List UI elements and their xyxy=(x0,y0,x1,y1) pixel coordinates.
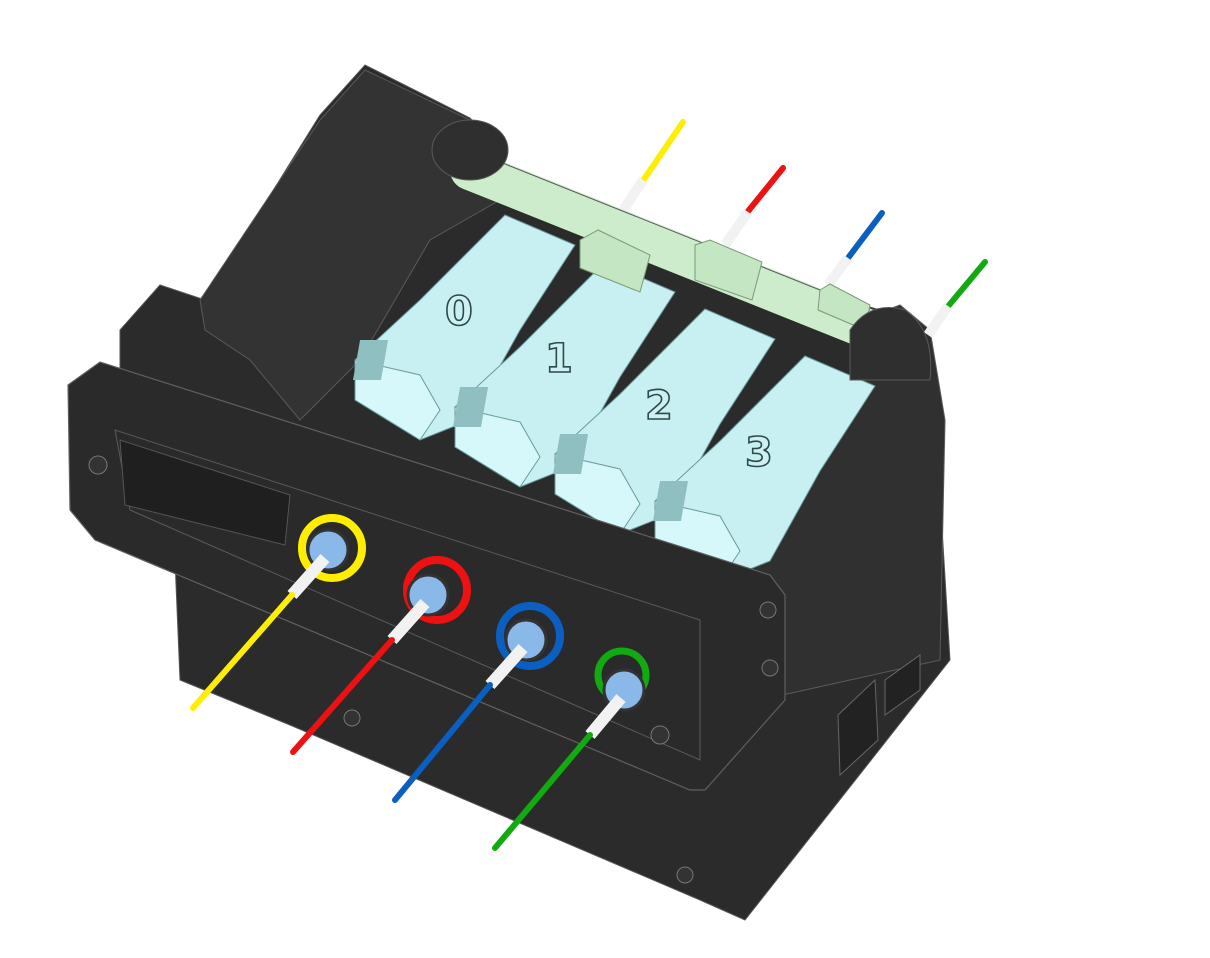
filament-front-yellow xyxy=(190,592,295,711)
screw-hole xyxy=(759,601,777,619)
filament-back-green xyxy=(942,259,988,313)
pivot-rod xyxy=(450,150,890,350)
ptfe-tube xyxy=(585,694,626,739)
screw-hole xyxy=(650,725,670,745)
ptfe-tube xyxy=(485,644,528,689)
ptfe-tube xyxy=(287,554,330,599)
side-opening xyxy=(837,678,879,777)
lever-label-3: 3 xyxy=(745,430,773,476)
screw-hole xyxy=(343,709,361,727)
ptfe-tube xyxy=(923,303,953,338)
filament-front-red xyxy=(290,637,395,755)
rod-clip xyxy=(579,229,651,293)
filament-back-yellow xyxy=(637,119,686,188)
filament-front-green xyxy=(492,732,593,851)
lever-label-0: 0 xyxy=(445,289,473,335)
lever-2[interactable]: 2 xyxy=(552,308,776,535)
rod-end-cap xyxy=(849,307,932,381)
back-tower xyxy=(199,69,501,421)
lever-label-2: 2 xyxy=(645,383,673,429)
screw-hole xyxy=(676,866,694,884)
rod-left-mount xyxy=(431,119,509,181)
lever-0[interactable]: 0 xyxy=(352,214,576,441)
ptfe-tube xyxy=(615,177,648,218)
lever-3[interactable]: 3 xyxy=(652,355,876,582)
filament-back-blue xyxy=(842,210,885,265)
lever-label-1: 1 xyxy=(545,336,573,382)
lever-1[interactable]: 1 xyxy=(452,261,676,488)
rod-clip xyxy=(694,239,763,301)
ptfe-tube xyxy=(823,255,853,288)
plate-window xyxy=(119,439,291,546)
filament-back-red xyxy=(742,165,786,218)
side-opening xyxy=(884,654,921,716)
screw-hole xyxy=(761,659,779,677)
filament-front-blue xyxy=(392,682,493,803)
screw-hole xyxy=(88,455,108,475)
ptfe-tube xyxy=(720,209,753,248)
ptfe-tube xyxy=(387,599,430,644)
